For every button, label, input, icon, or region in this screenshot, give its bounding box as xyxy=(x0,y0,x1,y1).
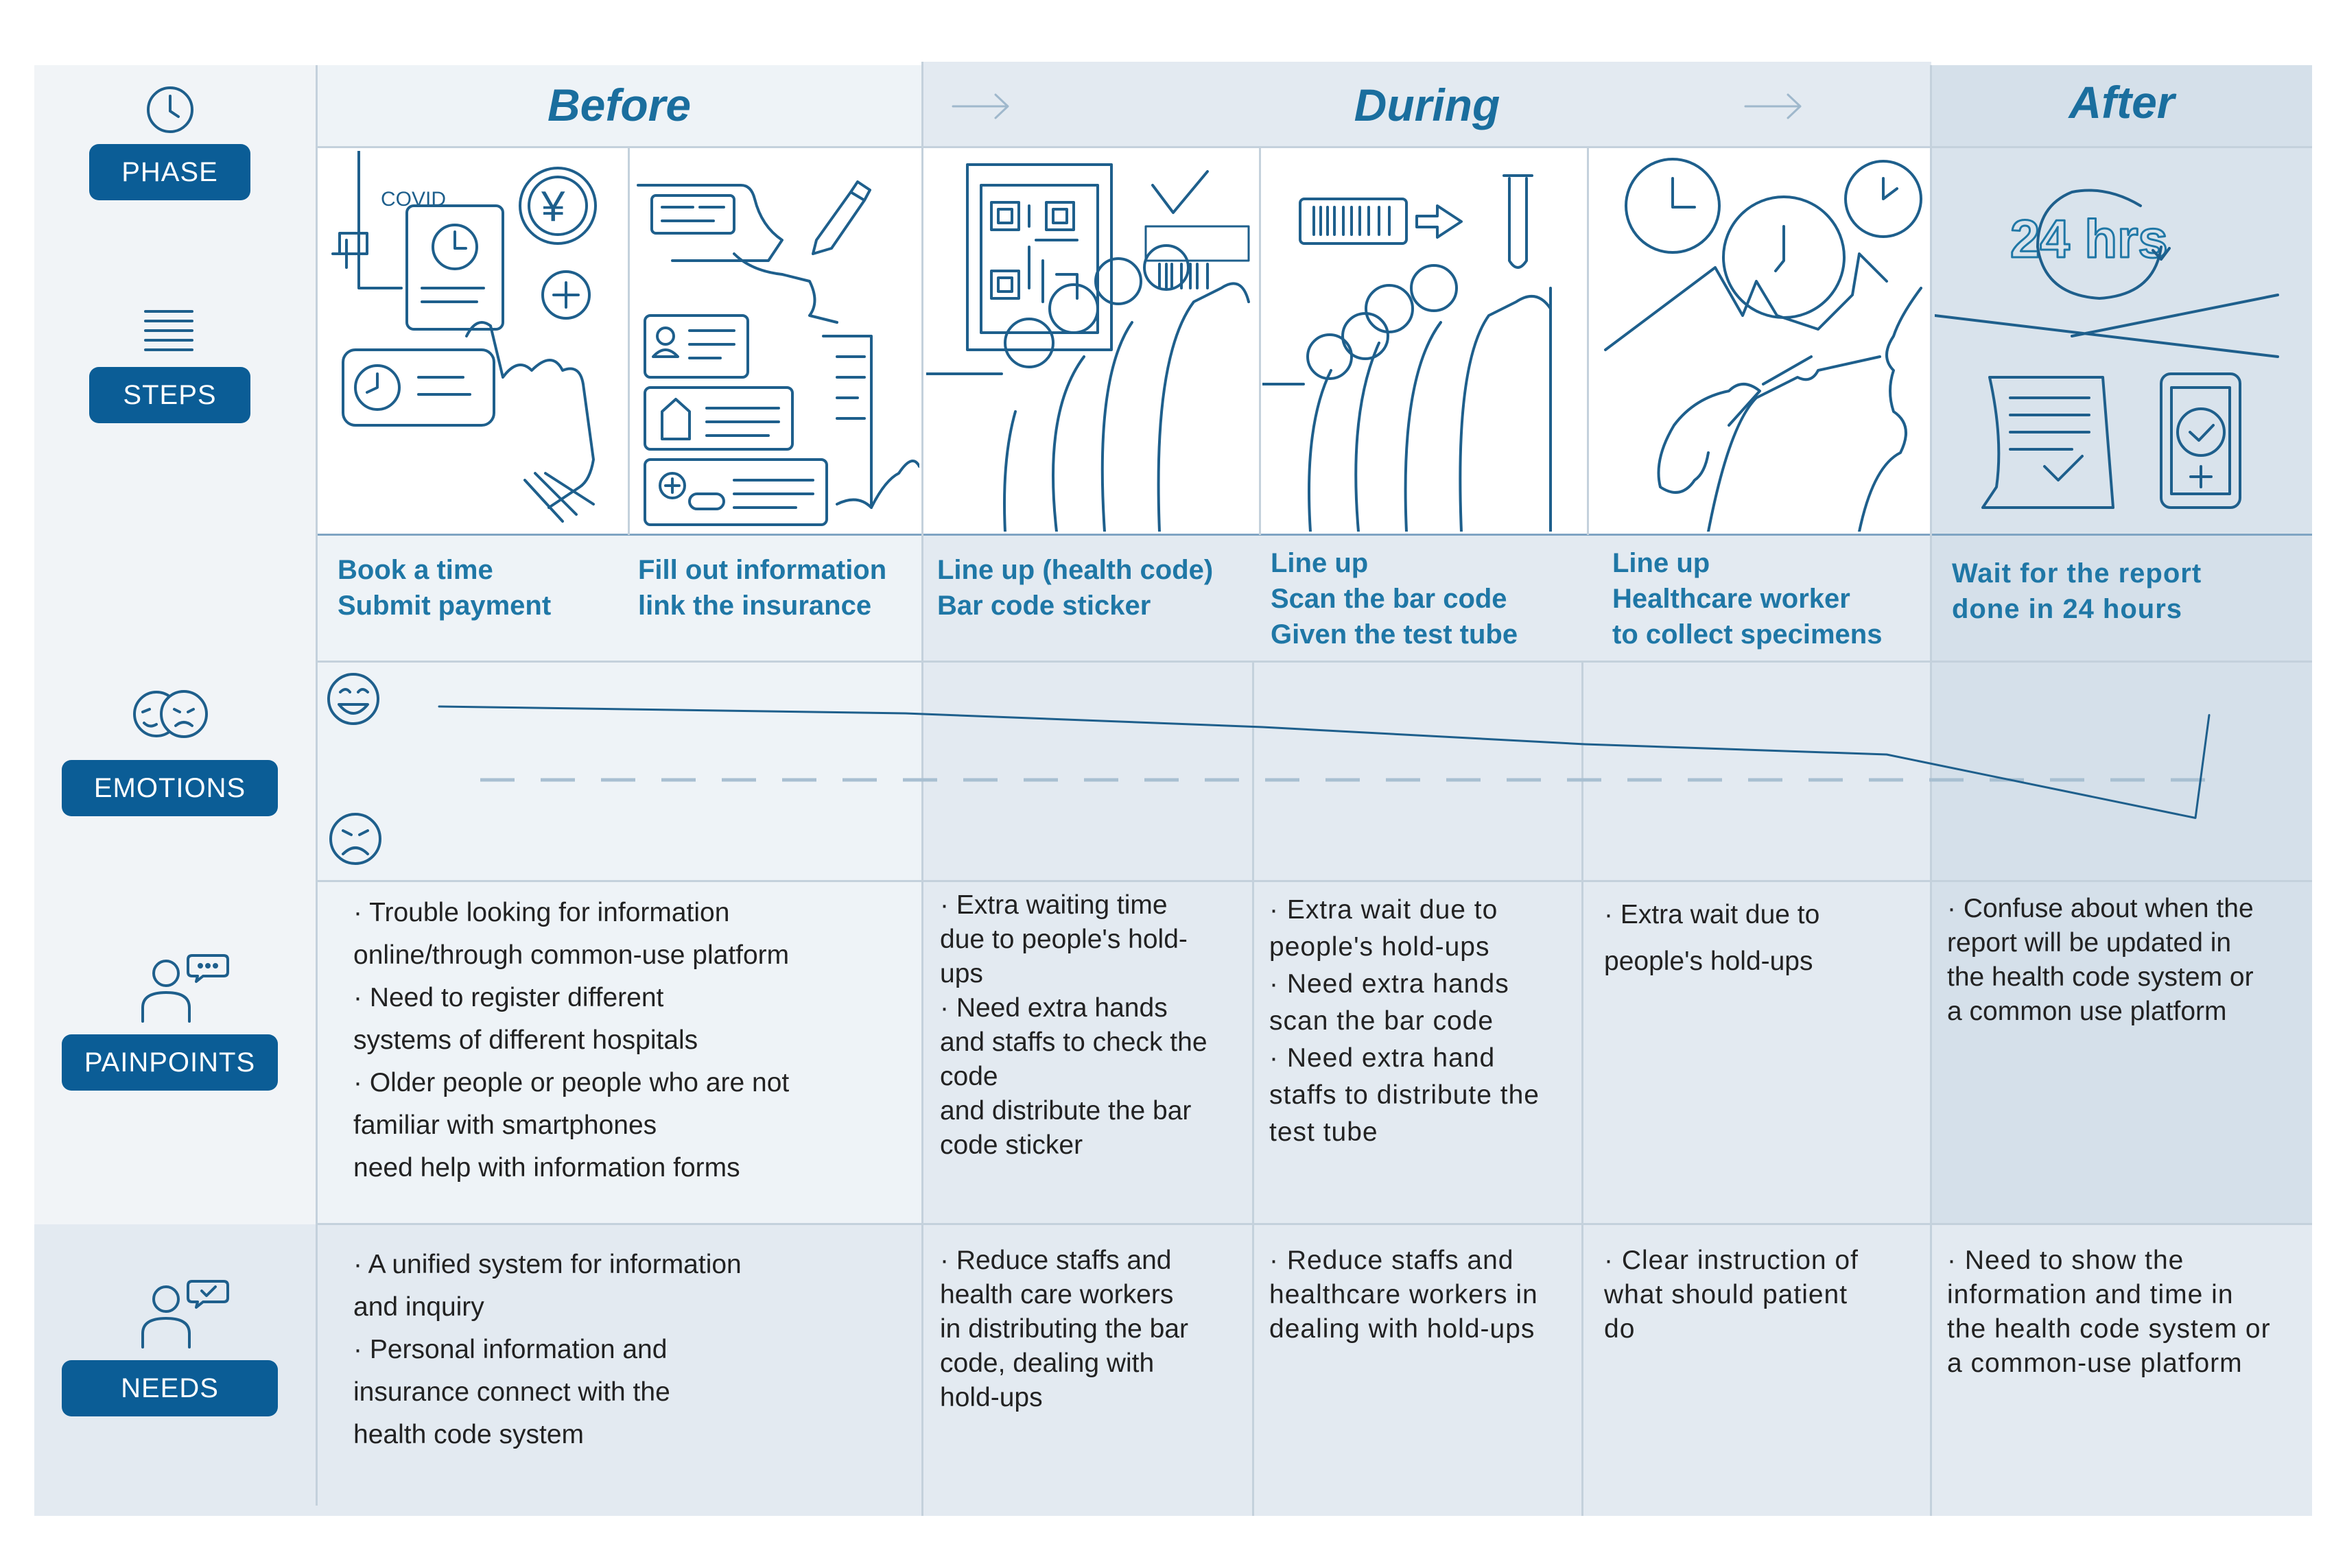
sad-face-icon xyxy=(329,813,381,865)
painpoints-label: PAINPOINTS xyxy=(62,1034,278,1091)
left-label-column xyxy=(34,65,316,1224)
needs-label: NEEDS xyxy=(62,1360,278,1416)
phase-during-title: During xyxy=(1354,80,1500,130)
emotion-curve xyxy=(438,705,2211,819)
need-collect: · Clear instruction of what should patie… xyxy=(1604,1246,1859,1344)
emotion-masks-icon xyxy=(133,690,208,738)
step-fill-information: Fill out information link the insurance xyxy=(638,555,887,621)
after-illustration-area xyxy=(1931,147,2312,535)
grid-line xyxy=(1581,662,1583,1516)
list-icon xyxy=(144,310,193,351)
user-check-icon xyxy=(141,1280,229,1349)
grid-line xyxy=(1587,147,1589,535)
emotions-label: EMOTIONS xyxy=(62,760,278,816)
painpoint-scan: · Extra wait due to people's hold-ups · … xyxy=(1269,895,1540,1147)
step-line-up-health-code: Line up (health code) Bar code sticker xyxy=(937,555,1214,621)
grid-line xyxy=(921,62,923,1516)
grid-line xyxy=(316,65,318,1506)
grid-line xyxy=(1259,147,1261,535)
painpoint-after: · Confuse about when the report will be … xyxy=(1947,894,2254,1026)
specimen-collection-illustration xyxy=(1604,158,1922,532)
information-forms-illustration xyxy=(637,180,919,526)
grid-line xyxy=(316,1223,2312,1225)
grid-line xyxy=(316,880,2312,882)
painpoint-before: · Trouble looking for information online… xyxy=(353,898,790,1183)
queue-qr-code-illustration xyxy=(926,163,1250,532)
arrow-right-icon xyxy=(952,93,1009,119)
grid-line xyxy=(628,147,630,535)
step-scan-bar-code: Line up Scan the bar code Given the test… xyxy=(1271,548,1518,650)
report-24hrs-illustration: 24 hrs xyxy=(1935,189,2279,509)
user-chat-icon xyxy=(141,954,229,1023)
grid-line xyxy=(1252,662,1254,1516)
booking-payment-illustration: COVID ¥ xyxy=(331,151,597,523)
grid-line xyxy=(316,146,2312,148)
step-collect-specimens: Line up Healthcare worker to collect spe… xyxy=(1612,548,1883,650)
clock-icon xyxy=(147,86,193,133)
need-line-up: · Reduce staffs and health care workers … xyxy=(940,1246,1189,1412)
scan-barcode-illustration xyxy=(1262,174,1552,532)
arrow-right-icon xyxy=(1744,93,1802,119)
grid-line xyxy=(316,661,2312,663)
steps-label: STEPS xyxy=(89,367,250,423)
phase-before-title: Before xyxy=(547,80,692,130)
need-before: · A unified system for information and i… xyxy=(353,1250,742,1449)
grid-line xyxy=(316,534,2312,536)
happy-face-icon xyxy=(327,673,379,725)
grid-line xyxy=(1930,65,1932,1516)
phase-after-title: After xyxy=(2069,77,2175,128)
emotion-chart xyxy=(327,673,2230,865)
covid-text: COVID xyxy=(381,188,446,211)
yen-icon: ¥ xyxy=(541,183,565,230)
need-after: · Need to show the information and time … xyxy=(1947,1246,2271,1378)
painpoint-line-up: · Extra waiting time due to people's hol… xyxy=(940,890,1207,1160)
hrs-text: 24 hrs xyxy=(2010,209,2168,269)
needs-row-band xyxy=(34,1224,2312,1516)
step-wait-report: Wait for the report done in 24 hours xyxy=(1952,558,2202,624)
phase-label: PHASE xyxy=(89,144,250,200)
step-book-payment: Book a time Submit payment xyxy=(338,555,552,621)
painpoint-collect: · Extra wait due to people's hold-ups xyxy=(1604,900,1820,976)
need-scan: · Reduce staffs and healthcare workers i… xyxy=(1269,1246,1538,1344)
